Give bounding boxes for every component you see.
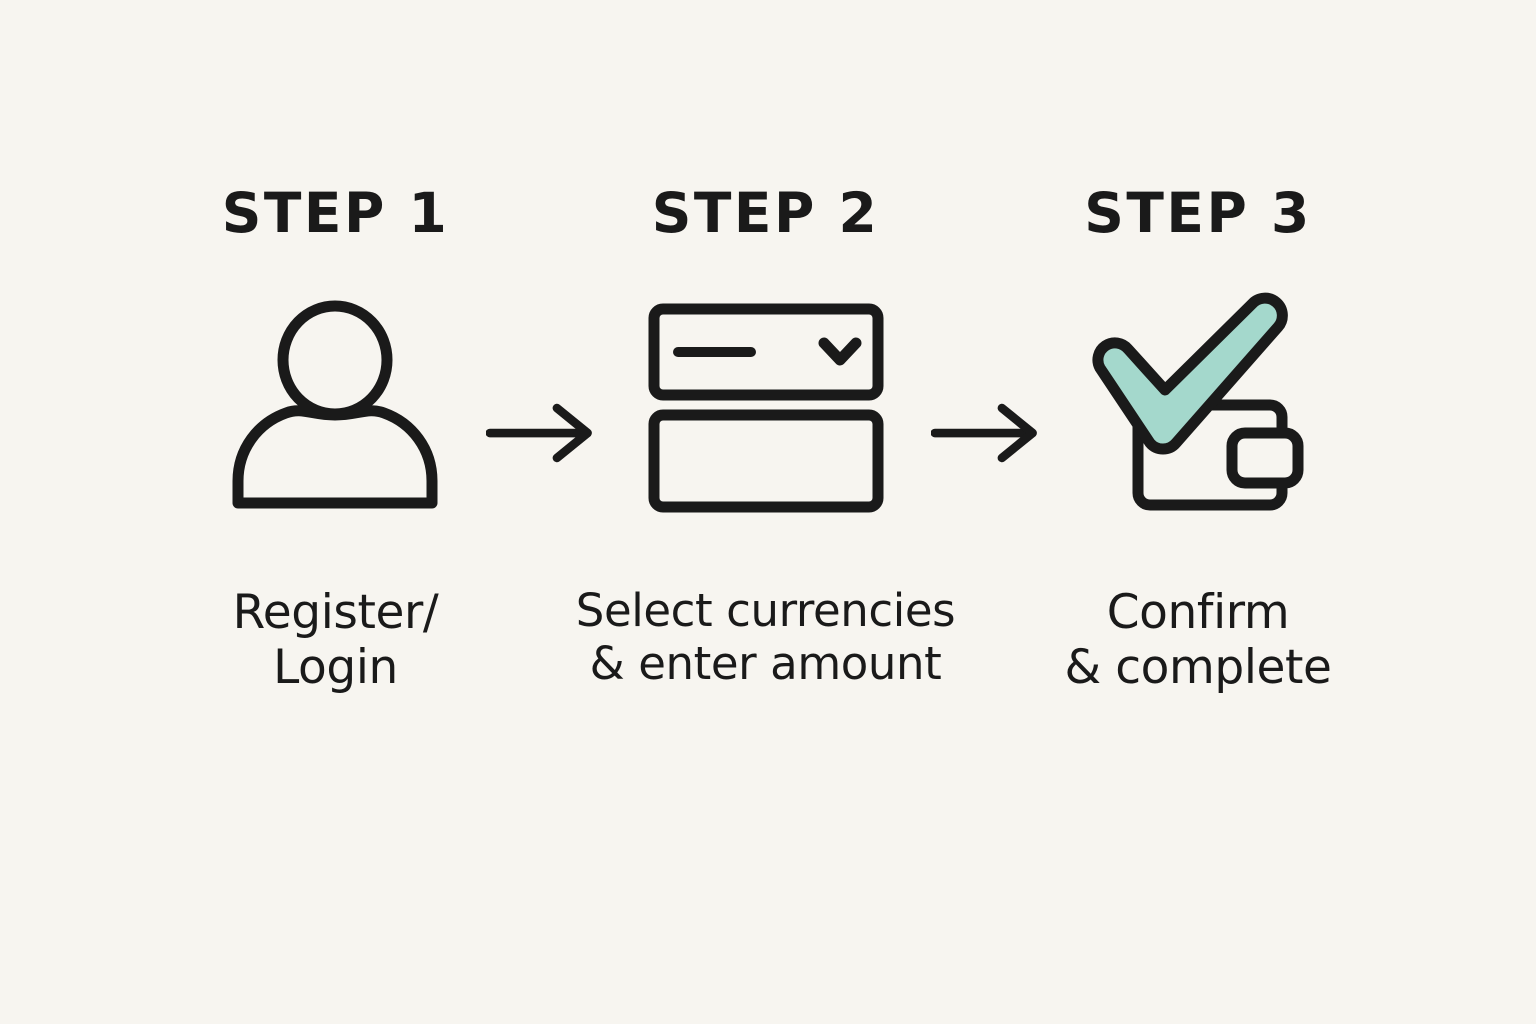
wallet-check-icon — [1092, 292, 1304, 511]
step-3-header: STEP 3 — [1084, 181, 1312, 245]
step-2-header: STEP 2 — [651, 181, 880, 245]
chevron-down-icon — [818, 337, 861, 366]
wallet-clasp — [1226, 427, 1304, 489]
step-1-header: STEP 1 — [221, 181, 450, 245]
step-1-caption-line-1: Register/ — [232, 585, 439, 640]
step-3-icon-wrap — [1086, 283, 1310, 533]
step-2: STEP 2 Select currencies & enter amount — [576, 181, 956, 690]
check-mark — [1092, 292, 1288, 455]
step-3-caption: Confirm & complete — [1064, 585, 1332, 695]
step-3-caption-line-2: & complete — [1064, 639, 1332, 695]
connector-1 — [485, 186, 601, 464]
step-1-caption: Register/ Login — [233, 585, 439, 695]
arrow-right-icon — [930, 403, 1037, 463]
step-1: STEP 1 Register/ Login — [186, 186, 486, 695]
arrow-right-icon — [485, 403, 592, 463]
step-3: STEP 3 Confirm & complete — [1046, 186, 1351, 695]
step-2-caption-line-2: & enter amount — [589, 636, 942, 690]
step-2-caption-line-1: Select currencies — [575, 584, 956, 637]
step-2-icon-wrap — [648, 283, 884, 533]
step-2-caption: Select currencies & enter amount — [575, 584, 956, 690]
step-1-icon-wrap — [228, 283, 443, 533]
amount-input-outline — [648, 409, 883, 513]
connector-2 — [930, 186, 1046, 464]
select-box-outline — [648, 303, 883, 401]
step-1-caption-line-2: Login — [273, 639, 398, 695]
form-fields-icon — [648, 303, 883, 513]
step-3-caption-line-1: Confirm — [1106, 585, 1290, 640]
person-icon — [232, 300, 438, 509]
